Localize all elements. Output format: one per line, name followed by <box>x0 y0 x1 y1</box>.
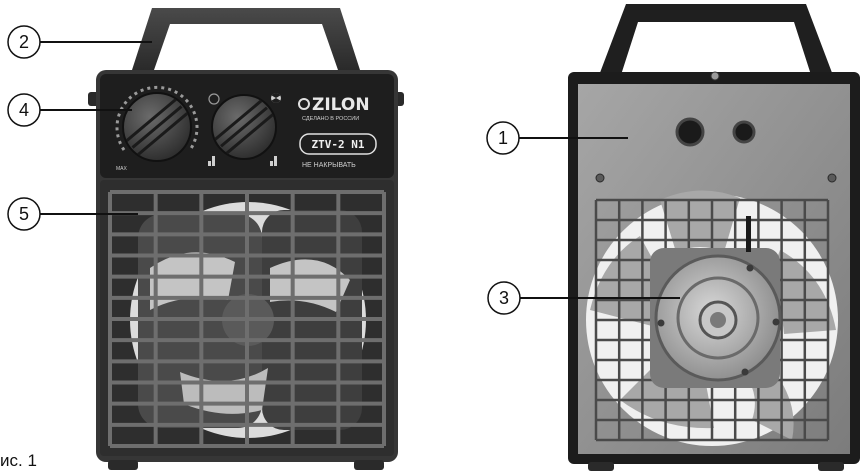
brand-name: ZILON <box>312 95 370 115</box>
callout-5: 5 <box>7 197 138 231</box>
front-grill <box>108 190 386 448</box>
callout-1-label: 1 <box>498 128 508 148</box>
fan-mark-icon <box>271 93 281 103</box>
power-level-high-icon <box>270 156 277 166</box>
brand-tagline: СДЕЛАНО В РОССИИ <box>302 116 359 122</box>
power-level-low-icon <box>208 156 215 166</box>
foot-front-right <box>354 460 384 470</box>
cable-gland-large <box>675 117 705 147</box>
model-badge <box>299 133 377 155</box>
cable-gland-small <box>732 120 756 144</box>
model-label: ZTV-2 N1 <box>312 138 365 151</box>
callout-4-label: 4 <box>19 100 29 120</box>
foot-front-left <box>108 460 138 470</box>
figure-caption: ис. 1 <box>0 451 37 470</box>
foot-rear-left <box>588 462 614 471</box>
mode-switch-dial[interactable] <box>211 94 277 160</box>
callout-3-label: 3 <box>499 288 509 308</box>
callout-5-label: 5 <box>19 204 29 224</box>
front-view: MAX ZILON СДЕЛАНО В РОССИИ <box>88 8 404 470</box>
rear-view <box>568 4 860 471</box>
callout-1: 1 <box>486 121 628 155</box>
plate-screws <box>595 173 837 183</box>
rear-carry-handle <box>598 4 834 78</box>
dial-scale-label: MAX <box>116 166 128 172</box>
fan-motor <box>650 216 782 388</box>
foot-rear-right <box>818 462 844 471</box>
warning-label: НЕ НАКРЫВАТЬ <box>302 162 356 169</box>
callout-4: 4 <box>7 93 132 127</box>
callout-2: 2 <box>7 25 152 59</box>
thermostat-dial[interactable]: MAX <box>115 85 199 172</box>
callout-3: 3 <box>487 281 680 315</box>
callout-2-label: 2 <box>19 32 29 52</box>
off-mark-icon <box>208 93 220 105</box>
carry-handle <box>132 8 360 70</box>
top-screw <box>710 71 720 81</box>
zilon-logo: ZILON СДЕЛАНО В РОССИИ <box>298 95 370 122</box>
